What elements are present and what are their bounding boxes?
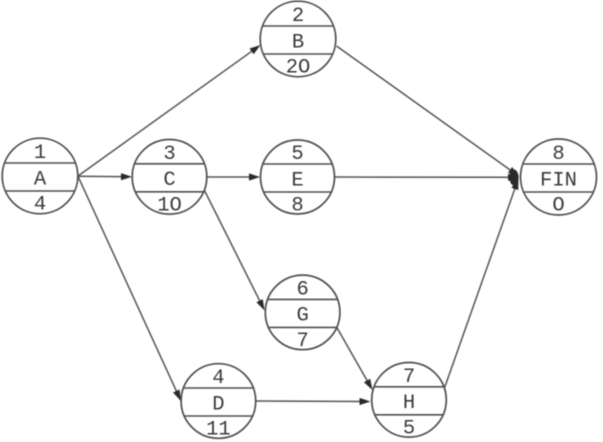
svg-text:O: O <box>552 195 564 218</box>
svg-text:7: 7 <box>403 366 415 389</box>
svg-text:4: 4 <box>34 194 46 217</box>
svg-text:2: 2 <box>292 5 304 28</box>
svg-text:E: E <box>291 169 303 192</box>
svg-text:8: 8 <box>291 195 303 218</box>
svg-text:1: 1 <box>34 142 46 165</box>
svg-text:5: 5 <box>403 417 415 440</box>
svg-text:A: A <box>34 168 47 191</box>
svg-text:2O: 2O <box>286 57 311 80</box>
svg-text:1O: 1O <box>157 194 182 217</box>
svg-text:8: 8 <box>552 143 564 166</box>
svg-text:H: H <box>403 392 415 415</box>
svg-text:3: 3 <box>163 143 175 166</box>
svg-text:C: C <box>163 169 175 192</box>
svg-text:G: G <box>296 305 308 328</box>
svg-text:6: 6 <box>296 279 308 302</box>
svg-text:4: 4 <box>212 367 224 390</box>
svg-text:D: D <box>212 393 224 416</box>
svg-text:B: B <box>292 31 304 54</box>
svg-text:7: 7 <box>296 330 308 353</box>
svg-text:11: 11 <box>206 419 231 442</box>
svg-text:FIN: FIN <box>540 169 577 192</box>
svg-text:5: 5 <box>291 143 303 166</box>
